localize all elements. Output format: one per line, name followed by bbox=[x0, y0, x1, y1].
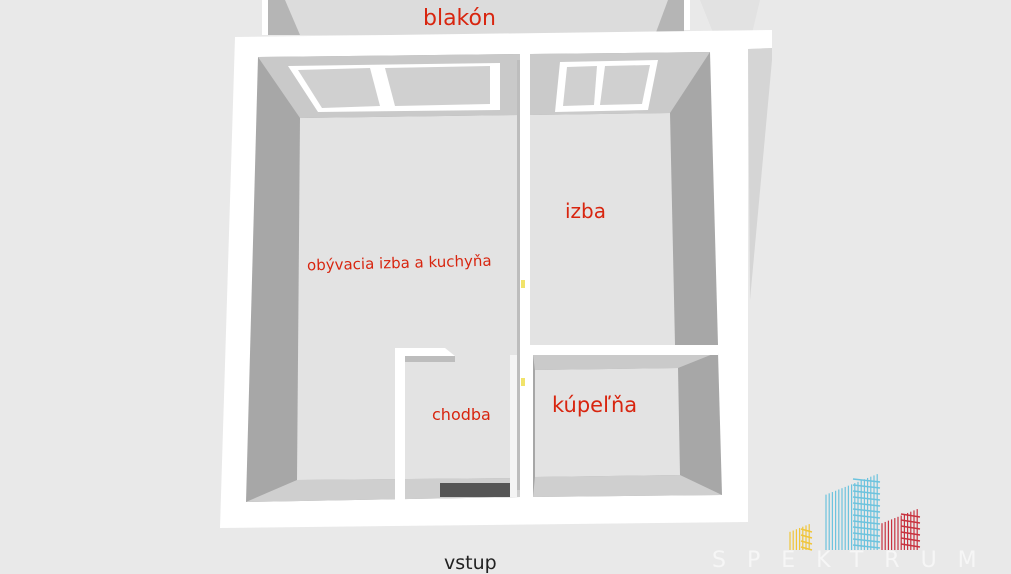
logo-stroke bbox=[900, 531, 921, 536]
logo-stroke bbox=[852, 544, 881, 549]
logo-stroke bbox=[852, 508, 881, 513]
window-room bbox=[555, 60, 658, 112]
spektrum-logo bbox=[789, 474, 921, 551]
logo-stroke bbox=[852, 520, 881, 525]
logo-text: SPEKTRUM bbox=[712, 548, 998, 573]
label-room: izba bbox=[565, 199, 607, 223]
inner-walls bbox=[395, 54, 718, 500]
logo-stroke bbox=[852, 484, 881, 489]
label-entrance: vstup bbox=[444, 552, 497, 574]
label-balcony: blakón bbox=[423, 6, 496, 31]
living-room-floor bbox=[246, 54, 520, 502]
logo-stroke bbox=[852, 526, 881, 531]
logo-stroke bbox=[800, 540, 813, 545]
logo-stroke bbox=[900, 513, 921, 518]
logo-stroke bbox=[800, 534, 813, 539]
logo-stroke bbox=[852, 538, 881, 543]
label-hallway: chodba bbox=[432, 405, 491, 424]
logo-stroke bbox=[900, 543, 921, 548]
logo-stroke bbox=[852, 514, 881, 519]
logo-stroke bbox=[900, 519, 921, 524]
logo-stroke bbox=[800, 546, 813, 551]
logo-stroke bbox=[852, 496, 881, 501]
logo-stroke bbox=[800, 528, 813, 533]
logo-stroke bbox=[900, 537, 921, 542]
logo-stroke bbox=[852, 478, 881, 483]
logo-stroke bbox=[852, 502, 881, 507]
logo-stroke bbox=[900, 525, 921, 530]
logo-stroke bbox=[852, 532, 881, 537]
bathroom-floor bbox=[533, 352, 722, 497]
window-living-room bbox=[288, 63, 500, 112]
logo-stroke bbox=[852, 490, 881, 495]
label-bathroom: kúpeľňa bbox=[552, 393, 638, 417]
